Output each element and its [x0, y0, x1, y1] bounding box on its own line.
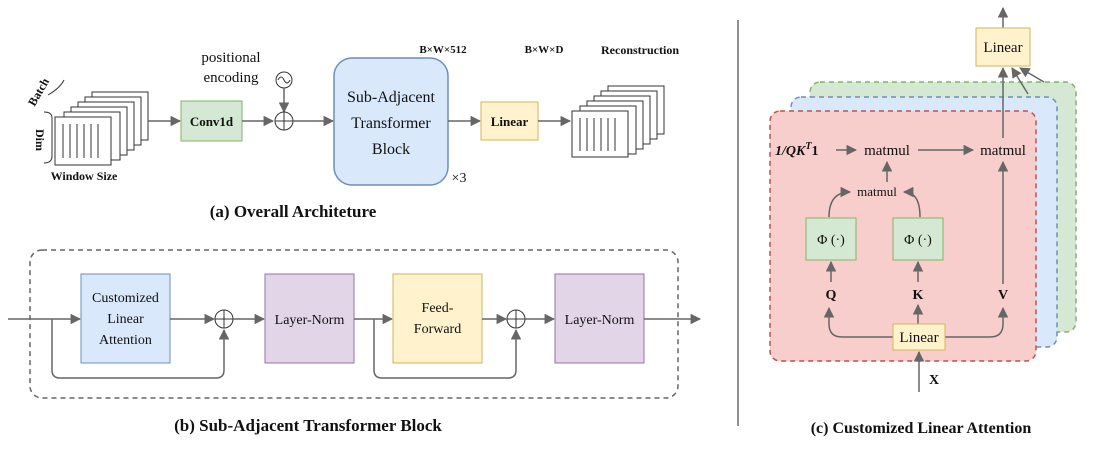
batch-brace: [47, 79, 65, 96]
shape-512-label: B×W×512: [419, 44, 467, 56]
layernorm-box-2: [554, 273, 645, 364]
window-size-label: Window Size: [51, 169, 118, 183]
add-icon: [274, 111, 294, 131]
caption-c: (c) Customized Linear Attention: [811, 420, 1032, 437]
arrow-head3-linear: [1019, 67, 1045, 83]
feed-forward-box: [392, 273, 483, 364]
conv1d-label: Conv1d: [190, 114, 234, 129]
q-label: Q: [826, 288, 837, 303]
matmul-left-label: matmul: [864, 143, 910, 159]
phi-right-box: [892, 217, 944, 261]
linear-bottom-label: Linear: [899, 330, 938, 346]
add-icon: [214, 309, 234, 329]
attention-label-2: Linear: [107, 312, 144, 327]
v-label: V: [998, 288, 1008, 303]
conv1d-box: [180, 100, 243, 142]
phi-left-label: Φ (·): [817, 233, 845, 248]
arrow-linear-q: [823, 306, 893, 338]
matmul-right-label: matmul: [980, 143, 1026, 159]
shape-d-label: B×W×D: [525, 44, 564, 56]
arrow-phi-left-matmul: [828, 186, 852, 218]
repeat-label: ×3: [452, 171, 467, 186]
panel-a-overall-architecture: Batch Dim Window Size Conv1d positional …: [25, 43, 679, 221]
residual-2: [373, 319, 522, 379]
x-label: X: [929, 373, 939, 388]
attention-label-3: Attention: [99, 333, 152, 348]
phi-left-box: [805, 217, 857, 261]
layernorm-label-2: Layer-Norm: [565, 313, 635, 328]
linear-top-label: Linear: [983, 40, 1022, 56]
linear-box-a: [480, 101, 539, 141]
k-label: K: [913, 288, 924, 303]
block-dashed-border: [29, 249, 679, 399]
reconstruction-label: Reconstruction: [601, 43, 679, 57]
attention-label-1: Customized: [92, 291, 159, 306]
encoding-label: encoding: [204, 70, 259, 86]
linear-label-a: Linear: [491, 114, 529, 129]
normalizer-label: 1/QKT1: [775, 141, 818, 159]
block-label-2: Transformer: [351, 115, 431, 132]
panel-b-transformer-block: Customized Linear Attention Layer-Norm F…: [8, 249, 702, 435]
block-label-3: Block: [372, 141, 410, 158]
arrow-head2-linear: [1011, 67, 1029, 95]
output-window-stack: [571, 85, 665, 158]
positional-label: positional: [201, 50, 260, 66]
phi-right-label: Φ (·): [904, 233, 932, 248]
linear-top-box: [975, 27, 1031, 67]
layernorm-label-1: Layer-Norm: [275, 313, 345, 328]
dim-brace: [43, 111, 53, 164]
layernorm-box-1: [264, 273, 355, 364]
linear-bottom-box: [892, 323, 946, 351]
caption-b: (b) Sub-Adjacent Transformer Block: [174, 416, 442, 435]
matmul-inner-label: matmul: [857, 184, 897, 199]
input-window-stack: [54, 91, 149, 166]
residual-1: [51, 319, 230, 379]
attention-box: [80, 273, 171, 364]
block-label-1: Sub-Adjacent: [347, 89, 436, 106]
caption-a: (a) Overall Architeture: [210, 202, 377, 221]
add-icon: [506, 309, 526, 329]
panel-c-linear-attention: Linear 1/QKT1 matmul matmul matmul Φ (·)…: [769, 6, 1077, 437]
ff-label-2: Forward: [414, 322, 461, 337]
dim-label: Dim: [33, 129, 47, 151]
ff-label-1: Feed-: [422, 301, 454, 316]
arrow-phi-right-matmul: [902, 186, 921, 218]
batch-label: Batch: [25, 75, 52, 108]
arrow-linear-v: [943, 306, 1009, 338]
